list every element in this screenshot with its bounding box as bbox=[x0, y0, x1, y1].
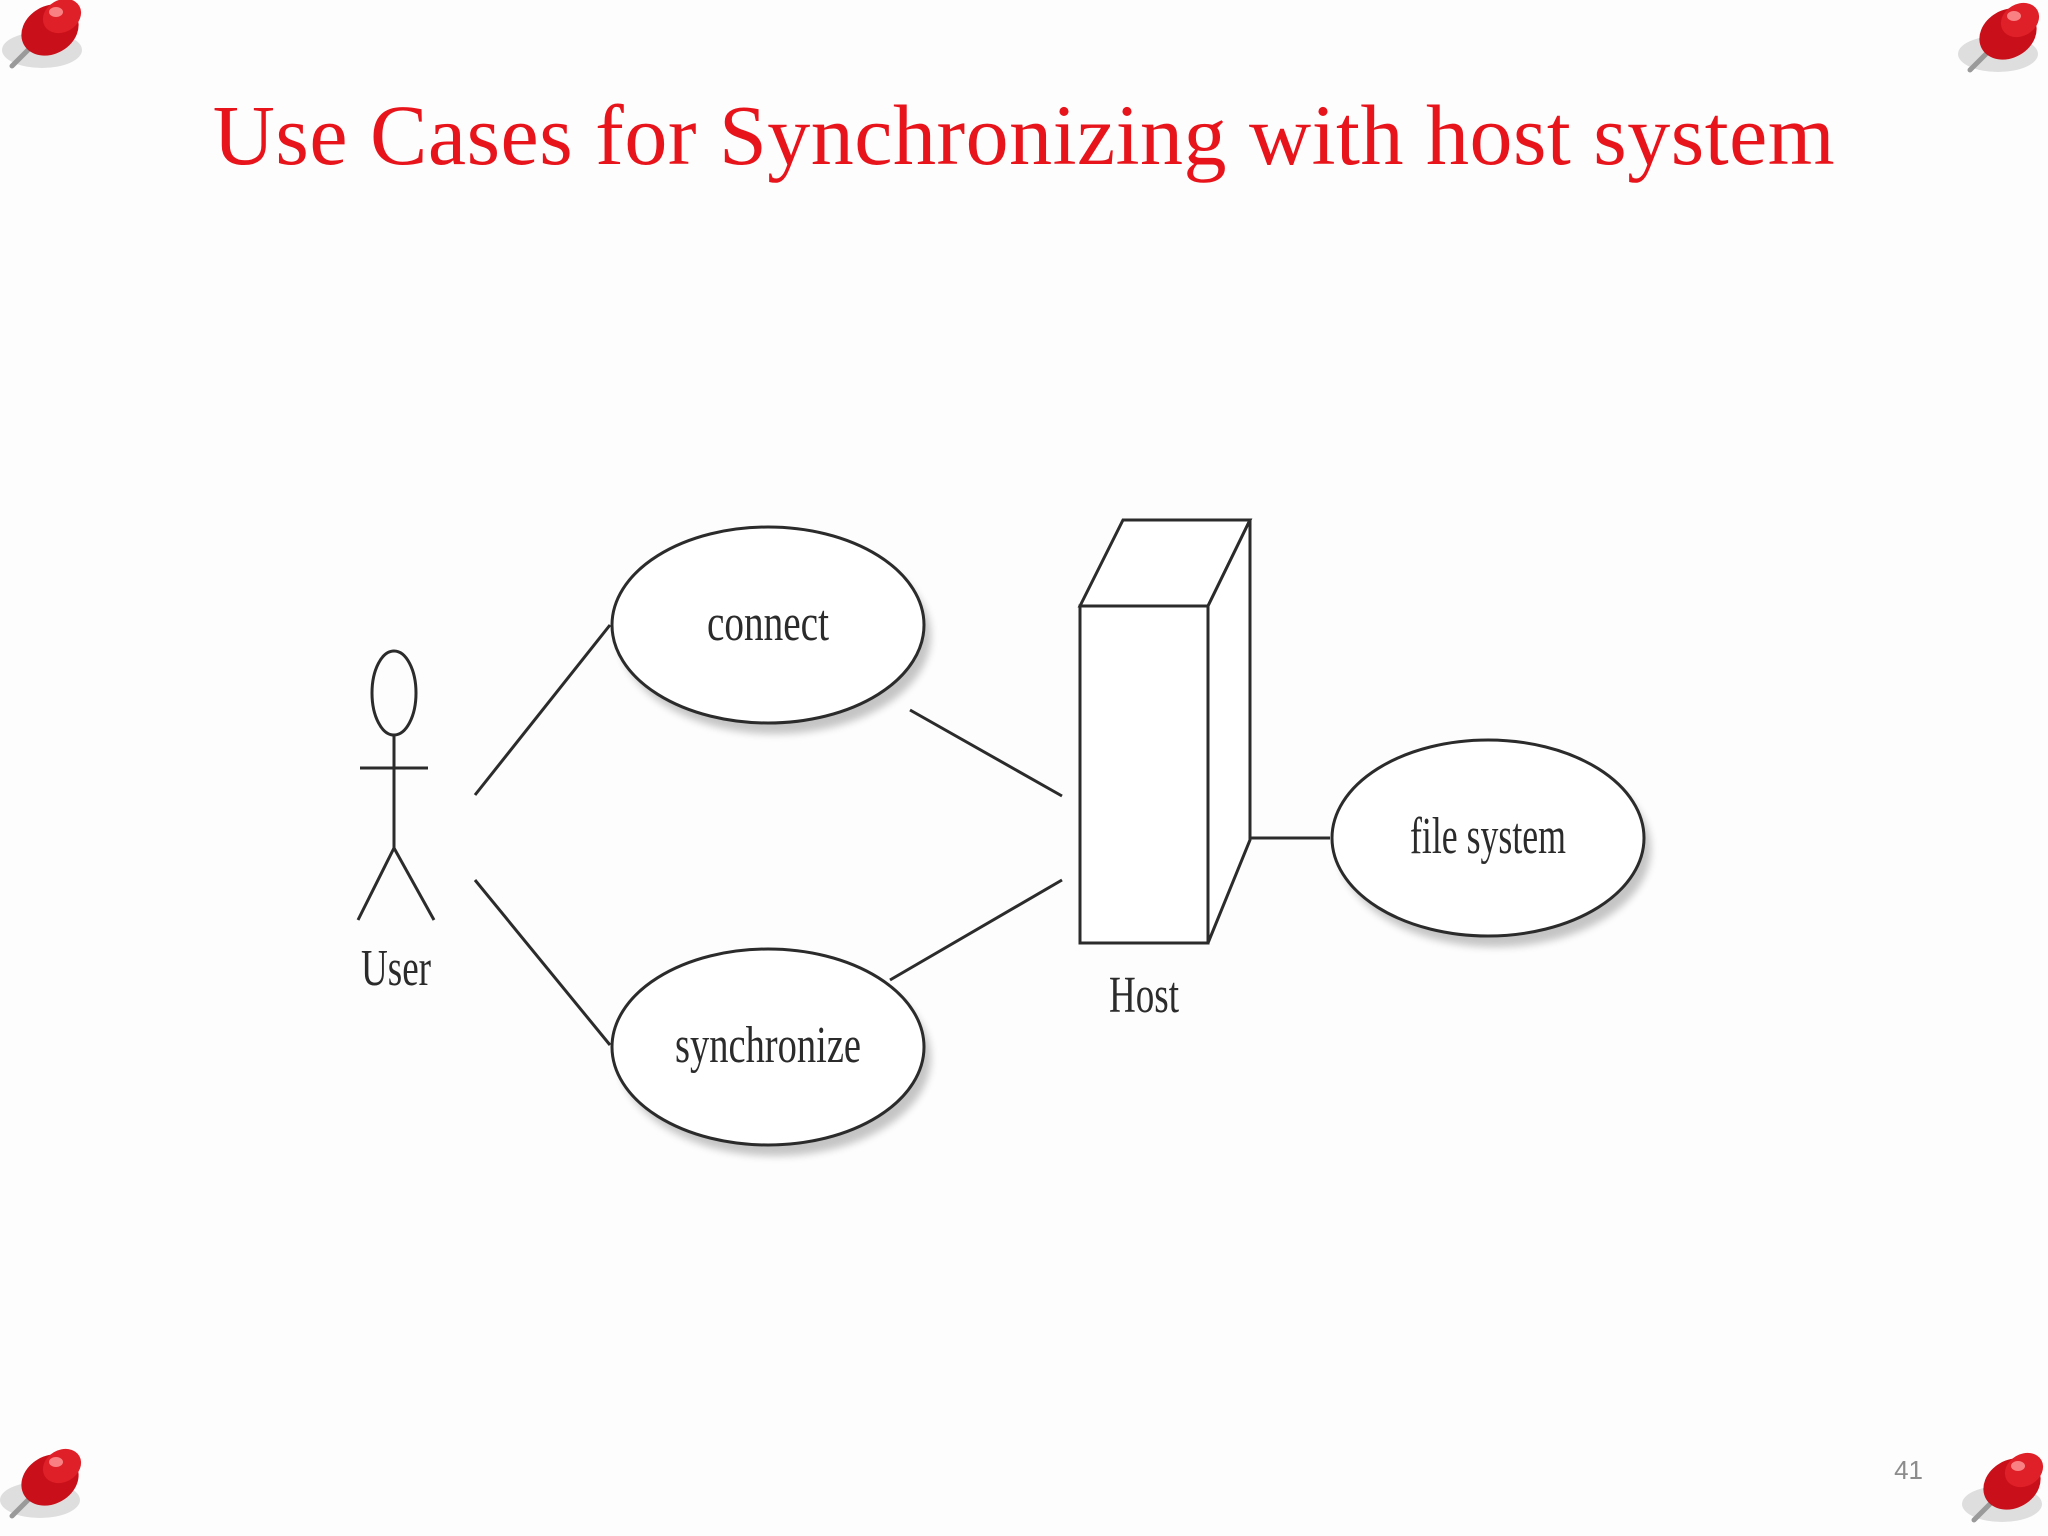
stick-figure-icon bbox=[356, 649, 436, 921]
pushpin-icon-bottom-right bbox=[1952, 1440, 2048, 1536]
use-case-label-file-system: file system bbox=[1410, 808, 1566, 865]
pushpin-icon-top-right bbox=[1948, 0, 2048, 100]
page-number: 41 bbox=[1894, 1455, 1923, 1485]
slide-title: Use Cases for Synchronizing with host sy… bbox=[212, 87, 1836, 183]
use-case-connect: connect bbox=[610, 525, 931, 734]
actor-label-user: User bbox=[361, 940, 431, 997]
use-case-label-connect: connect bbox=[707, 595, 829, 652]
association-connect-host bbox=[909, 708, 1063, 798]
pushpin-icon-top-left bbox=[0, 0, 102, 98]
association-user-connect bbox=[473, 624, 612, 796]
association-user-synchronize bbox=[473, 879, 612, 1046]
use-case-file-system: file system bbox=[1330, 738, 1651, 947]
pushpin-icon-bottom-left bbox=[0, 1436, 100, 1536]
use-case-synchronize: synchronize bbox=[610, 947, 931, 1156]
server-box-icon bbox=[1077, 518, 1253, 945]
use-case-label-synchronize: synchronize bbox=[675, 1017, 861, 1074]
association-synchronize-host bbox=[889, 878, 1063, 982]
actor-label-host: Host bbox=[1109, 967, 1179, 1024]
